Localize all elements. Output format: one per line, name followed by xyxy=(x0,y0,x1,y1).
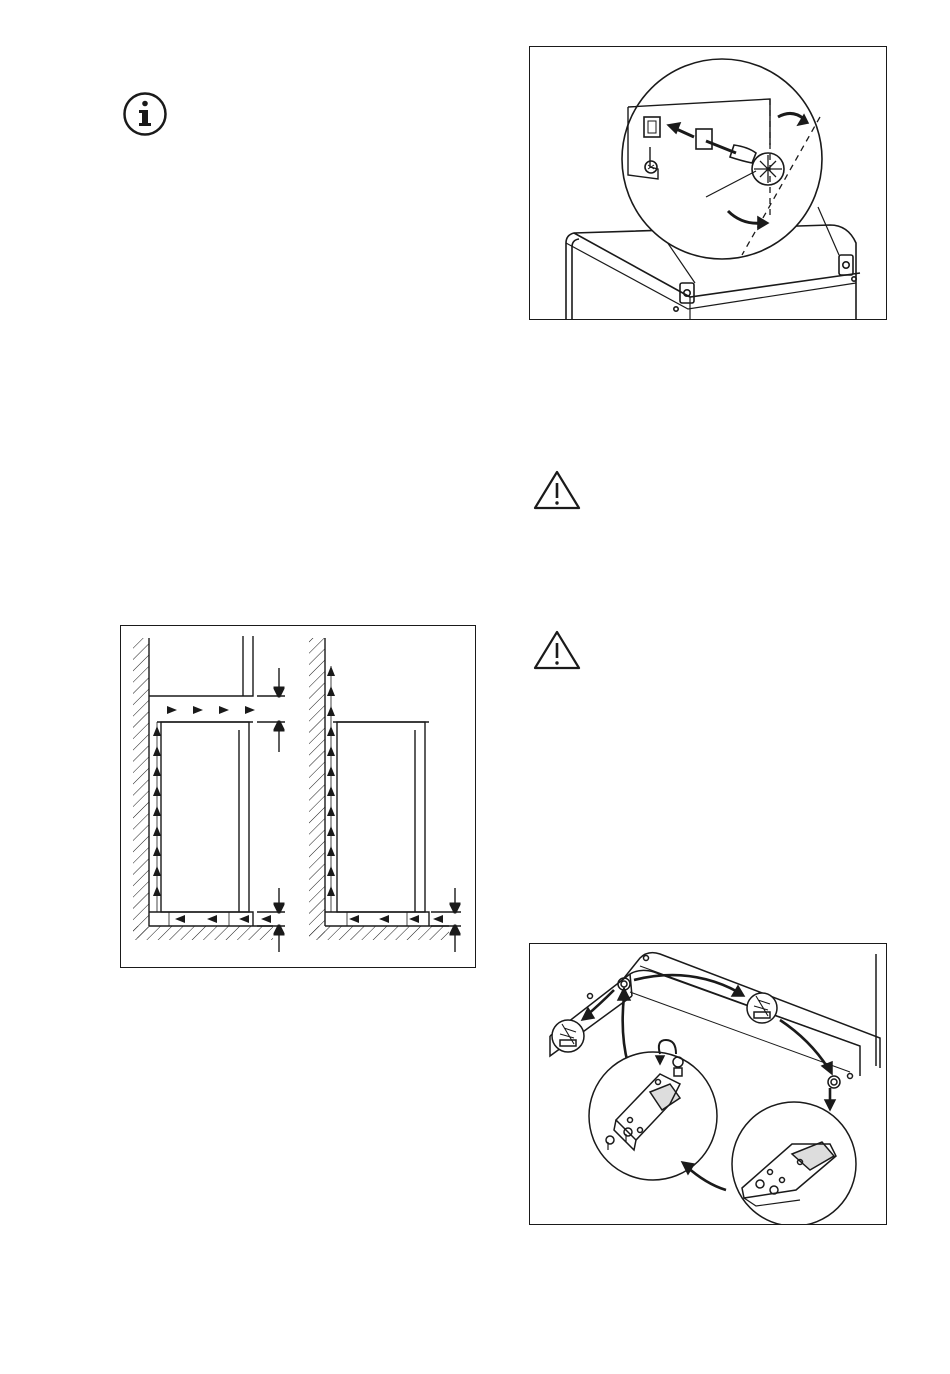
info-icon xyxy=(122,91,168,137)
hinge-relocation-illustration xyxy=(529,943,887,1225)
warning-icon xyxy=(532,469,582,511)
top-cover-screw-removal-illustration xyxy=(529,46,887,320)
warning-icon xyxy=(532,629,582,671)
ventilation-clearance-diagram xyxy=(120,625,476,968)
